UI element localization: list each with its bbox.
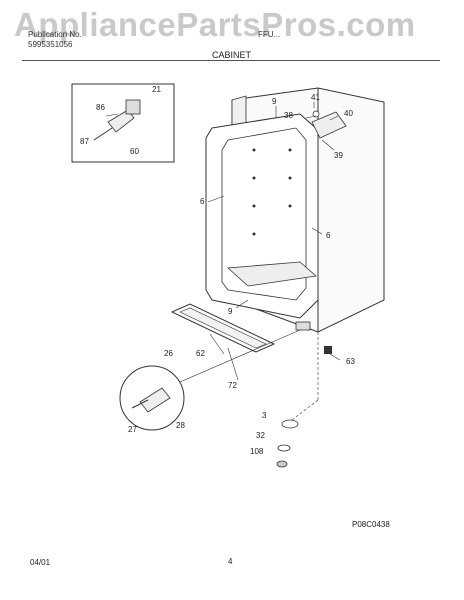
callout-6-right: 6	[326, 231, 331, 240]
leveling-leg	[324, 346, 332, 354]
callout-60: 60	[130, 147, 139, 156]
grille-inner	[179, 307, 267, 349]
leader-40	[329, 115, 339, 121]
inset-leader	[105, 113, 119, 117]
shelf-hole	[252, 232, 256, 236]
detail-screw	[131, 399, 149, 409]
leader-62	[209, 333, 225, 355]
inset-detail	[71, 83, 175, 163]
leader-72	[227, 347, 239, 381]
callout-39: 39	[334, 151, 343, 160]
shelf-hole	[288, 204, 292, 208]
callout-6-left: 6	[200, 197, 205, 206]
callout-40: 40	[344, 109, 353, 118]
inset-screw	[93, 127, 113, 141]
leader-38	[305, 115, 317, 119]
inset-frame	[71, 83, 175, 163]
callout-26: 26	[164, 349, 173, 358]
leader-6-right	[311, 227, 323, 235]
callout-21: 21	[152, 85, 161, 94]
leader-39	[321, 139, 335, 151]
foot-washer	[277, 444, 291, 452]
callout-87: 87	[80, 137, 89, 146]
callout-labels: 21 86 87 60 9 41 38 40 39 6 6 9 26 62 72…	[80, 85, 355, 456]
callout-108: 108	[250, 447, 264, 456]
callout-9-bottom: 9	[228, 307, 233, 316]
model-label: FFU...	[258, 30, 281, 39]
detail-bracket	[139, 387, 171, 413]
shelf-hole	[288, 148, 292, 152]
callout-32: 32	[256, 431, 265, 440]
callout-38: 38	[284, 111, 293, 120]
foot-cap	[281, 419, 299, 429]
inset-switch	[125, 99, 141, 115]
header-rule	[22, 60, 440, 61]
bottom-breaker	[227, 261, 317, 287]
leader-9-bottom	[235, 299, 249, 309]
foot-parts	[276, 399, 319, 468]
magnified-detail	[119, 329, 301, 431]
leader-6-left	[207, 195, 225, 203]
callout-9-top: 9	[272, 97, 277, 106]
callout-62: 62	[196, 349, 205, 358]
gasket-inner	[221, 127, 307, 301]
foot-bolt	[276, 460, 288, 468]
section-title: CABINET	[212, 50, 252, 60]
publication-label: Publication No.	[28, 30, 82, 39]
foot-leader	[291, 399, 319, 421]
page-number: 4	[228, 557, 233, 566]
top-hinge	[311, 110, 347, 139]
footer-date: 04/01	[30, 558, 51, 567]
callout-27: 27	[128, 425, 137, 434]
callout-28: 28	[176, 421, 185, 430]
shelf-hole	[252, 148, 256, 152]
callout-72: 72	[228, 381, 237, 390]
hinge-screw	[312, 110, 320, 118]
diagram-code: P08C0438	[352, 520, 390, 529]
watermark: AppliancePartsPros.com	[14, 6, 416, 43]
bottom-hinge-plate	[295, 321, 311, 331]
callout-leaders	[207, 102, 341, 381]
callout-3: 3	[262, 411, 267, 420]
shelf-hole	[288, 176, 292, 180]
detail-leader	[179, 329, 301, 383]
callout-63: 63	[346, 357, 355, 366]
leader-63	[329, 353, 341, 361]
part-number: 5995351056	[28, 40, 73, 49]
bottom-hinge	[295, 321, 332, 400]
callout-86: 86	[96, 103, 105, 112]
hinge-plate	[311, 111, 347, 139]
kickplate	[170, 303, 276, 353]
shelf-hole	[252, 204, 256, 208]
shelf-hole	[252, 176, 256, 180]
door-gasket	[205, 113, 319, 319]
inset-bracket	[107, 109, 135, 133]
callout-41: 41	[311, 93, 320, 102]
